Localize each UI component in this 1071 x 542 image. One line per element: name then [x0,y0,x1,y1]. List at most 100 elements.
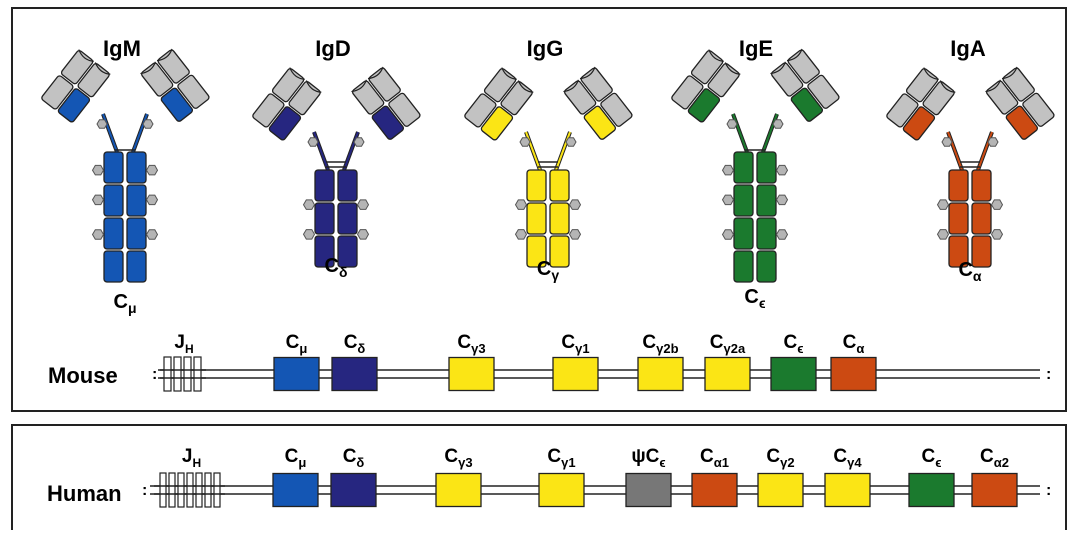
antigen-binding-site [724,62,741,75]
light-chain-variable [368,67,401,102]
light-chain-constant [600,92,633,127]
glycan-right [145,164,159,176]
gene-label: Cα [843,332,865,356]
gene-segment-cμ [273,356,320,392]
fab-arm-right [985,66,1055,140]
gene-label-sub: ϵ [935,455,941,470]
antigen-binding-site [140,61,156,75]
glycan-left [514,229,528,240]
heavy-chain-variable [351,80,385,115]
antibody-igg [464,66,633,268]
gene-label-base: C [784,332,798,353]
antibody-title-igm: IgM [103,36,141,61]
jh-segment [168,472,176,508]
glycan-hinge-left [307,137,319,147]
gene-label-base: C [766,446,780,467]
continuation-dots: : [1046,482,1051,499]
gene-label-base: C [833,446,847,467]
gene-label: Cγ4 [833,446,862,470]
antigen-binding-site [579,66,596,80]
gene-segment-cϵ [908,472,955,508]
heavy-chain-constant-domain [337,202,358,235]
heavy-chain-constant-domain [971,202,992,235]
heavy-chain-variable [985,80,1019,115]
heavy-chain-constant-domain [948,235,969,268]
gene-label: Cγ3 [457,332,485,356]
heavy-chain-ch1 [268,106,302,141]
gene-label-sub: γ1 [575,341,589,356]
antibody-igd [252,66,421,268]
heavy-chain-constant-domain [948,169,969,202]
glycan-left [91,194,105,206]
antigen-binding-site [305,80,322,93]
glycan-hinge-left [726,119,738,129]
gene-label-base: C [344,332,358,353]
heavy-chain-constant-domain [103,250,124,283]
region-label-iga: Cα [958,259,981,284]
gene-segment-cγ3 [448,356,495,392]
glycan-right [145,194,159,206]
gene-label-sub: μ [298,455,306,470]
light-chain-constant [671,75,704,110]
gene-label-sub: γ2 [780,455,794,470]
heavy-chain-ch1 [371,105,405,140]
heavy-chain-ch1 [480,106,514,141]
antigen-binding-site [708,49,724,62]
heavy-chain-ch1 [687,88,721,123]
heavy-chain-variable [140,62,174,97]
gene-label: Cγ1 [547,446,575,470]
mouse-locus-label: Mouse [48,363,118,388]
gene-label: Cμ [285,446,307,470]
gene-label: Cϵ [922,446,942,470]
gene-label-base: C [843,332,857,353]
gene-segment-cγ2b [637,356,684,392]
jh-segment [193,356,202,392]
glycan-right [568,199,582,210]
gene-label-sub: δ [357,341,365,356]
antigen-binding-site [939,80,956,93]
gene-label: Cϵ [784,332,804,356]
light-chain-variable [1002,67,1035,102]
glycan-right [990,199,1004,210]
gene-label: Cγ1 [561,332,589,356]
continuation-dots: : [1046,366,1051,383]
heavy-chain-constant-domain [549,202,570,235]
light-chain-constant [1022,92,1055,127]
light-chain-variable [271,68,305,103]
gene-segment-cα [830,356,877,392]
antigen-binding-site [563,79,579,93]
glycan-right [775,229,789,240]
glycan-right [145,229,159,240]
heavy-chain-constant-domain [126,217,147,250]
hinge-right-fill [555,131,571,171]
gene-label: Cγ2b [642,332,678,356]
gene-label: Cγ2 [766,446,794,470]
antibody-title-ige: IgE [739,36,773,61]
heavy-chain-constant-domain [549,235,570,268]
heavy-chain-constant-domain [103,151,124,184]
gene-segment-cγ3 [435,472,482,508]
antigen-binding-site [289,67,305,80]
gene-label-sub: α [856,341,864,356]
heavy-chain-variable [922,81,955,116]
antigen-binding-site [156,48,173,62]
gene-label-base: C [561,332,575,353]
heavy-chain-ch1 [583,105,617,140]
antigen-binding-site [517,80,534,93]
glycan-right [775,194,789,206]
light-chain-variable [483,68,517,103]
continuation-dots: : [142,482,147,499]
jh-segment [163,356,172,392]
continuation-dots: : [152,366,157,383]
gene-segment-cϵ [770,356,817,392]
heavy-chain-constant-domain [733,151,754,184]
glycan-left [721,194,735,206]
gene-segment-cδ [331,356,378,392]
gene-label-base: C [285,446,299,467]
heavy-chain-ch1 [790,87,824,122]
heavy-chain-constant-domain [526,202,547,235]
heavy-chain-ch1 [57,88,91,123]
glycan-left [721,164,735,176]
gene-label: Cα2 [980,446,1009,470]
